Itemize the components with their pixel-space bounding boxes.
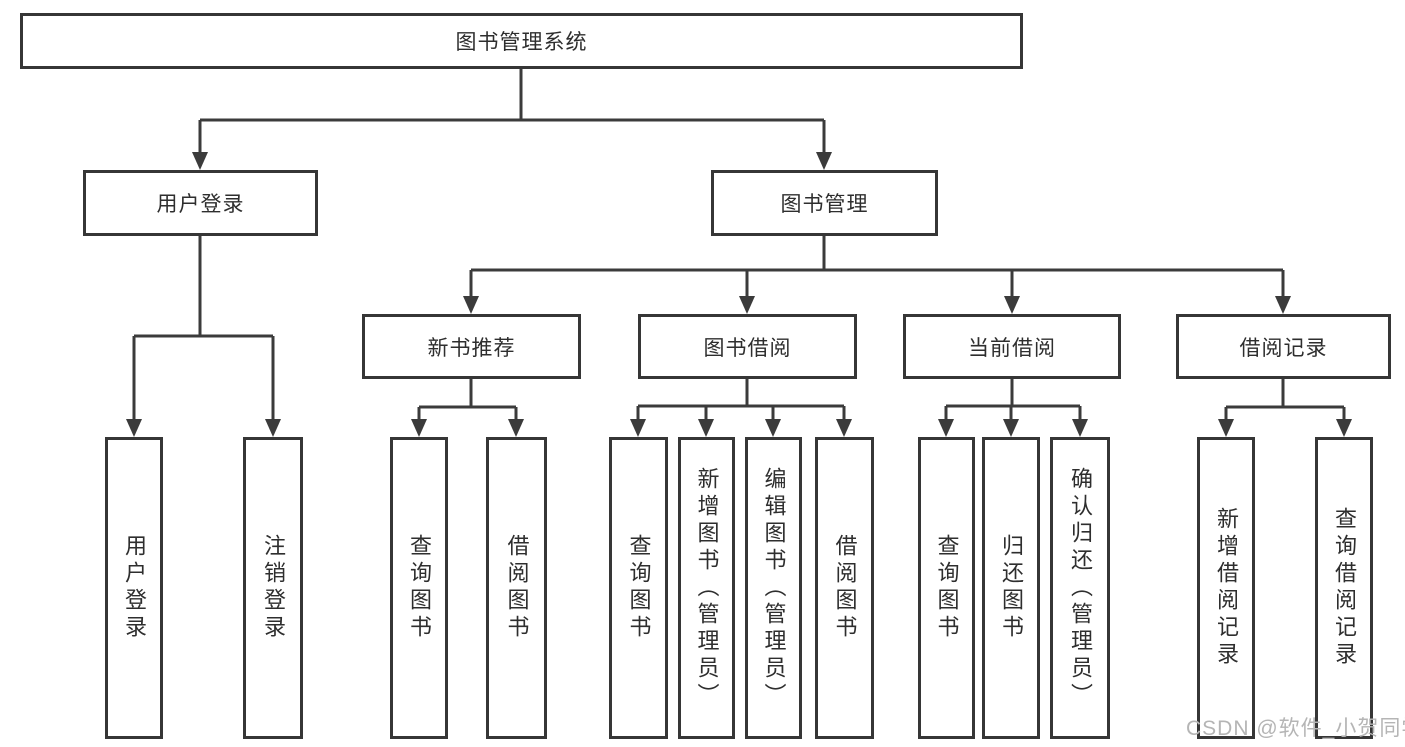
leaf-borrow-book-recommend: 借阅图书 xyxy=(486,437,547,739)
leaf-query-book-borrow: 查询图书 xyxy=(609,437,668,739)
node-borrow-records: 借阅记录 xyxy=(1176,314,1391,379)
leaf-query-book-current: 查询图书 xyxy=(918,437,975,739)
arrowhead-icons xyxy=(126,152,1352,437)
leaf-query-book-recommend: 查询图书 xyxy=(390,437,448,739)
node-book-borrow: 图书借阅 xyxy=(638,314,857,379)
leaf-user-login: 用户登录 xyxy=(105,437,163,739)
leaf-borrow-book: 借阅图书 xyxy=(815,437,874,739)
leaf-add-borrow-record: 新增借阅记录 xyxy=(1197,437,1255,739)
leaf-logout: 注销登录 xyxy=(243,437,303,739)
leaf-query-borrow-record: 查询借阅记录 xyxy=(1315,437,1373,739)
node-user-login-group: 用户登录 xyxy=(83,170,318,236)
node-book-management: 图书管理 xyxy=(711,170,938,236)
node-library-management-system: 图书管理系统 xyxy=(20,13,1023,69)
leaf-return-book: 归还图书 xyxy=(982,437,1040,739)
node-current-borrow: 当前借阅 xyxy=(903,314,1121,379)
csdn-watermark: CSDN @软件_小贺同学 xyxy=(1186,717,1405,740)
leaf-add-book-admin: 新增图书（管理员） xyxy=(678,437,735,739)
node-new-book-recommend: 新书推荐 xyxy=(362,314,581,379)
leaf-edit-book-admin: 编辑图书（管理员） xyxy=(745,437,802,739)
leaf-confirm-return-admin: 确认归还（管理员） xyxy=(1050,437,1110,739)
